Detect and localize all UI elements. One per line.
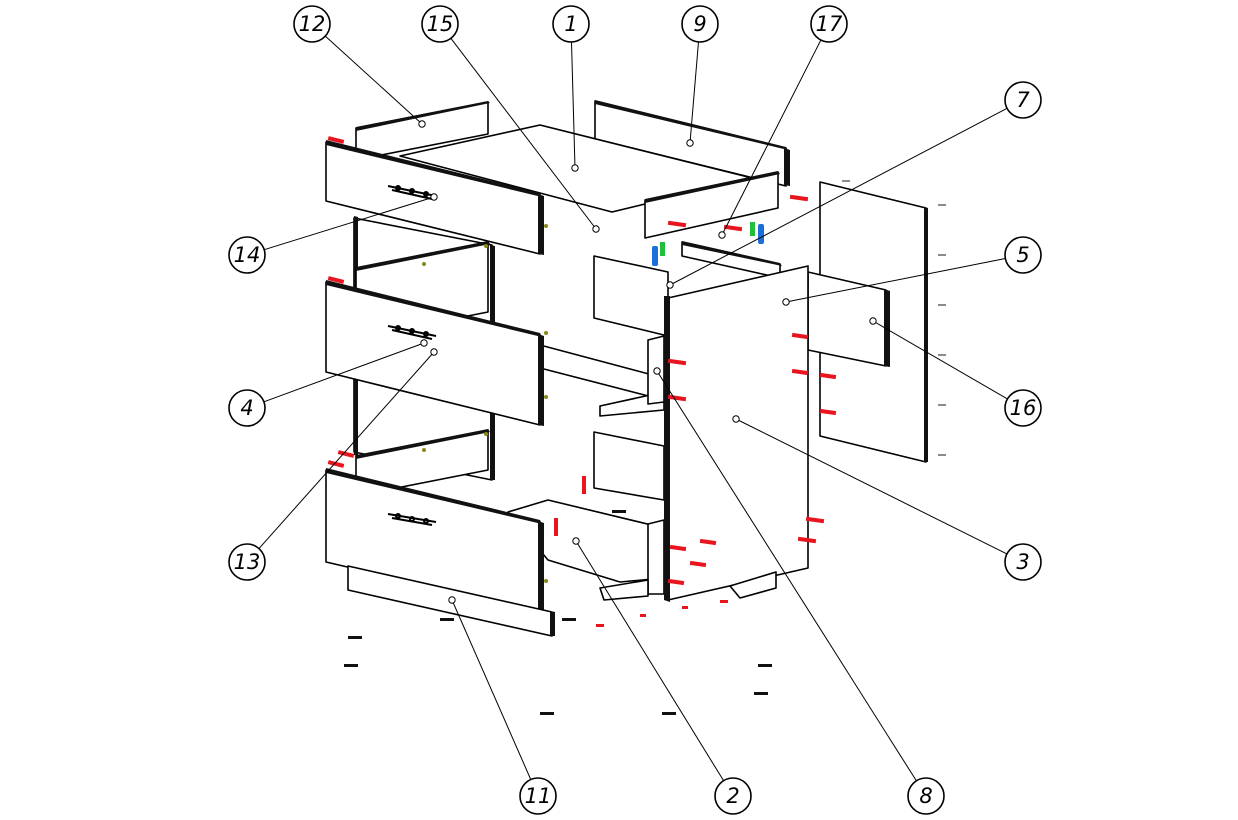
top-drawer-handle <box>387 185 437 200</box>
callout-2: 2 <box>714 777 752 815</box>
callout-number: 2 <box>726 784 739 808</box>
leader-line-8 <box>656 370 917 782</box>
callout-circle <box>1004 81 1042 119</box>
leader-line-7 <box>669 107 1008 286</box>
leader-anchor-9 <box>686 139 694 147</box>
leader-anchor-14 <box>430 193 438 201</box>
callout-circle <box>907 777 945 815</box>
callout-number: 14 <box>234 243 261 267</box>
leader-line-9 <box>689 41 699 144</box>
back-panel-nails <box>842 180 946 456</box>
callout-16: 16 <box>1004 389 1042 427</box>
leader-anchor-11 <box>448 596 456 604</box>
fasteners <box>327 136 837 715</box>
leader-anchor-3 <box>732 415 740 423</box>
callout-13: 13 <box>228 543 266 581</box>
leader-anchor-4 <box>420 339 428 347</box>
callout-circle <box>228 543 266 581</box>
callout-5: 5 <box>1004 236 1042 274</box>
callout-circle <box>519 777 557 815</box>
callout-circle <box>810 5 848 43</box>
callout-17: 17 <box>810 5 848 43</box>
leader-line-2 <box>575 540 724 781</box>
callout-number: 8 <box>919 784 932 808</box>
leader-line-13 <box>258 351 435 549</box>
leader-line-12 <box>324 35 423 125</box>
callout-number: 5 <box>1016 243 1029 267</box>
leader-line-14 <box>264 196 435 251</box>
middle-drawer-handle <box>387 325 437 340</box>
callout-circle <box>681 5 719 43</box>
leader-anchor-17 <box>718 231 726 239</box>
callout-circle <box>1004 543 1042 581</box>
leader-anchor-7 <box>666 281 674 289</box>
bottom-drawer <box>325 429 665 613</box>
leader-lines <box>258 35 1008 782</box>
leader-line-11 <box>451 599 532 780</box>
callout-labels: 12 15 1 9 17 7 14 5 4 16 13 3 11 2 8 <box>228 5 1042 815</box>
callout-circle <box>421 5 459 43</box>
leader-line-15 <box>450 38 597 230</box>
callout-circle <box>228 236 266 274</box>
callout-circle <box>714 777 752 815</box>
callout-7: 7 <box>1004 81 1042 119</box>
middle-drawer <box>325 241 665 426</box>
callout-number: 7 <box>1016 88 1030 112</box>
leader-line-16 <box>872 320 1008 400</box>
callout-number: 11 <box>525 784 552 808</box>
bottom-drawer-handle <box>387 513 437 526</box>
leader-anchor-12 <box>418 120 426 128</box>
callout-number: 15 <box>427 12 454 36</box>
callout-circle <box>1004 236 1042 274</box>
callout-9: 9 <box>681 5 719 43</box>
callout-12: 12 <box>293 5 331 43</box>
callout-1: 1 <box>552 5 590 43</box>
callout-circle <box>228 389 266 427</box>
callout-3: 3 <box>1004 543 1042 581</box>
rear-rail-panel <box>593 241 782 337</box>
rear-stretcher <box>807 271 890 367</box>
leader-line-1 <box>571 41 576 169</box>
leader-anchor-1 <box>571 164 579 172</box>
callout-8: 8 <box>907 777 945 815</box>
callout-4: 4 <box>228 389 266 427</box>
callout-number: 12 <box>299 12 326 36</box>
callout-number: 3 <box>1016 550 1029 574</box>
callout-11: 11 <box>519 777 557 815</box>
leader-line-17 <box>721 39 822 236</box>
leader-line-5 <box>785 258 1006 303</box>
leader-anchor-16 <box>869 317 877 325</box>
callout-number: 4 <box>240 396 253 420</box>
callout-circle <box>552 5 590 43</box>
callout-14: 14 <box>228 236 266 274</box>
callout-number: 17 <box>816 12 843 36</box>
callout-number: 9 <box>693 12 706 36</box>
leader-anchor-15 <box>592 225 600 233</box>
callout-15: 15 <box>421 5 459 43</box>
base-panel <box>599 579 649 601</box>
callout-number: 1 <box>564 12 577 36</box>
leader-line-4 <box>263 342 425 403</box>
leader-anchor-8 <box>653 367 661 375</box>
right-side-panel <box>664 265 809 602</box>
leader-anchor-5 <box>782 298 790 306</box>
leader-anchor-2 <box>572 537 580 545</box>
leader-anchor-13 <box>430 348 438 356</box>
callout-number: 16 <box>1010 396 1037 420</box>
callout-circle <box>293 5 331 43</box>
leader-line-3 <box>735 418 1008 555</box>
callout-circle <box>1004 389 1042 427</box>
callout-number: 13 <box>234 550 261 574</box>
